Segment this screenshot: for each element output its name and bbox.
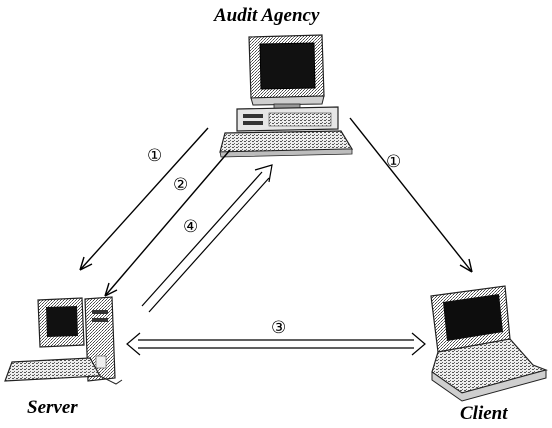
client-label: Client (460, 403, 508, 424)
step-3-label: ③ (271, 318, 287, 338)
audit-agency-label: Audit Agency (214, 5, 320, 26)
arrow-agency-to-server-step1 (79, 127, 209, 271)
step-4-label: ④ (183, 217, 199, 237)
arrow-agency-to-client-step1 (349, 117, 473, 273)
arrow-server-client-step3 (126, 332, 426, 356)
client-laptop-icon (430, 285, 548, 402)
server-computer-icon (4, 296, 123, 385)
step-1-label-server: ① (147, 146, 163, 166)
arrow-server-to-agency-step4 (141, 164, 273, 313)
step-1-label-client: ① (386, 152, 402, 172)
arrow-agency-to-server-step2 (104, 149, 231, 297)
audit-agency-computer-icon (219, 34, 354, 158)
server-label: Server (27, 397, 78, 418)
step-2-label: ② (173, 175, 189, 195)
